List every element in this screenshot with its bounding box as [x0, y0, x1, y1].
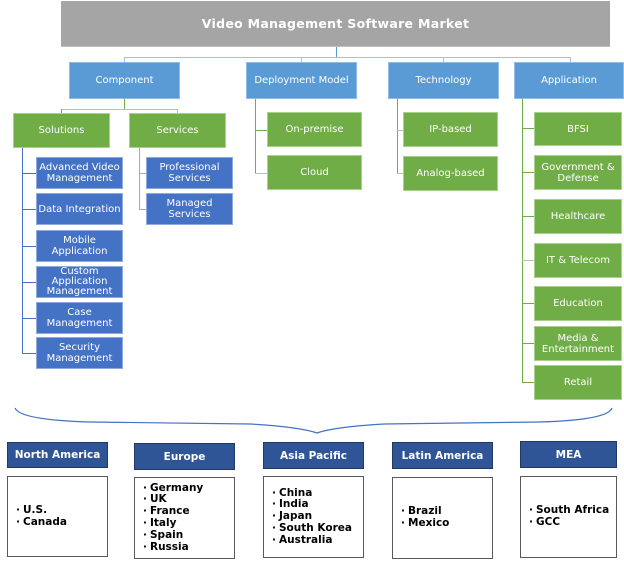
application-item: Healthcare: [534, 199, 622, 234]
region-countries: China India Japan South Korea Australia: [263, 476, 364, 558]
solution-item: Advanced Video Management: [36, 157, 123, 189]
connector: [301, 57, 302, 63]
solution-item: Custom Application Management: [36, 266, 123, 298]
country-item: Italy: [143, 517, 203, 530]
connector: [255, 130, 267, 131]
connector: [22, 246, 36, 247]
connector: [336, 47, 337, 57]
service-item: Professional Services: [146, 157, 233, 189]
brace-icon: [14, 407, 613, 434]
country-item: Brazil: [401, 505, 449, 518]
country-item: U.S.: [16, 504, 67, 517]
country-item: Spain: [143, 529, 203, 542]
connector: [22, 318, 36, 319]
application-item: Government & Defense: [534, 155, 622, 190]
connector: [61, 109, 62, 114]
region-header: Europe: [134, 443, 235, 470]
region-header: North America: [7, 442, 108, 468]
connector: [443, 57, 444, 63]
technology-item: IP-based: [403, 112, 498, 147]
application-item: IT & Telecom: [534, 243, 622, 278]
connector: [255, 99, 256, 174]
application-item: Education: [534, 286, 622, 321]
country-item: India: [272, 498, 352, 511]
country-item: South Korea: [272, 522, 352, 535]
country-item: Japan: [272, 510, 352, 523]
component-solutions: Solutions: [13, 113, 110, 148]
country-item: GCC: [529, 516, 609, 529]
region-countries: Germany UK France Italy Spain Russia: [134, 477, 235, 559]
segment-technology: Technology: [388, 62, 499, 99]
connector: [522, 216, 534, 217]
connector: [139, 173, 146, 174]
connector: [397, 130, 403, 131]
region-countries: Brazil Mexico: [392, 477, 493, 559]
connector: [22, 173, 36, 174]
application-item: BFSI: [534, 112, 622, 146]
country-item: France: [143, 505, 203, 518]
connector: [522, 260, 534, 261]
country-item: Canada: [16, 516, 67, 529]
connector: [570, 57, 571, 63]
connector: [522, 343, 534, 344]
connector: [397, 173, 403, 174]
region-countries: South Africa GCC: [520, 476, 617, 558]
country-item: UK: [143, 494, 203, 506]
connector: [124, 57, 125, 63]
connector: [124, 99, 125, 109]
solution-item: Data Integration: [36, 193, 123, 225]
country-item: Australia: [272, 534, 352, 547]
connector: [522, 382, 534, 383]
country-item: Germany: [143, 482, 203, 495]
diagram-title: Video Management Software Market: [61, 1, 610, 47]
application-item: Media & Entertainment: [534, 326, 622, 361]
connector: [522, 99, 523, 383]
region-header: MEA: [520, 441, 617, 468]
connector: [124, 57, 571, 58]
connector: [522, 128, 534, 129]
country-item: China: [272, 487, 352, 500]
deployment-item: Cloud: [267, 155, 362, 190]
connector: [522, 303, 534, 304]
deployment-item: On-premise: [267, 112, 362, 147]
segment-application: Application: [514, 62, 624, 99]
solution-item: Security Management: [36, 337, 123, 369]
connector: [22, 353, 36, 354]
country-item: Russia: [143, 541, 203, 554]
segment-deployment-model: Deployment Model: [246, 62, 357, 99]
region-header: Asia Pacific: [263, 442, 364, 469]
connector: [397, 99, 398, 174]
solution-item: Mobile Application: [36, 230, 123, 262]
connector: [255, 173, 267, 174]
connector: [22, 282, 36, 283]
country-item: Mexico: [401, 517, 449, 530]
connector: [61, 109, 178, 110]
country-item: South Africa: [529, 504, 609, 517]
connector: [22, 148, 23, 354]
technology-item: Analog-based: [403, 156, 498, 191]
segment-component: Component: [69, 62, 180, 99]
connector: [22, 209, 36, 210]
connector: [139, 148, 140, 210]
connector: [177, 109, 178, 114]
region-countries: U.S. Canada: [7, 476, 108, 557]
solution-item: Case Management: [36, 302, 123, 334]
connector: [522, 172, 534, 173]
connector: [139, 209, 146, 210]
service-item: Managed Services: [146, 193, 233, 225]
component-services: Services: [129, 113, 226, 148]
region-header: Latin America: [392, 442, 493, 469]
application-item: Retail: [534, 365, 622, 400]
